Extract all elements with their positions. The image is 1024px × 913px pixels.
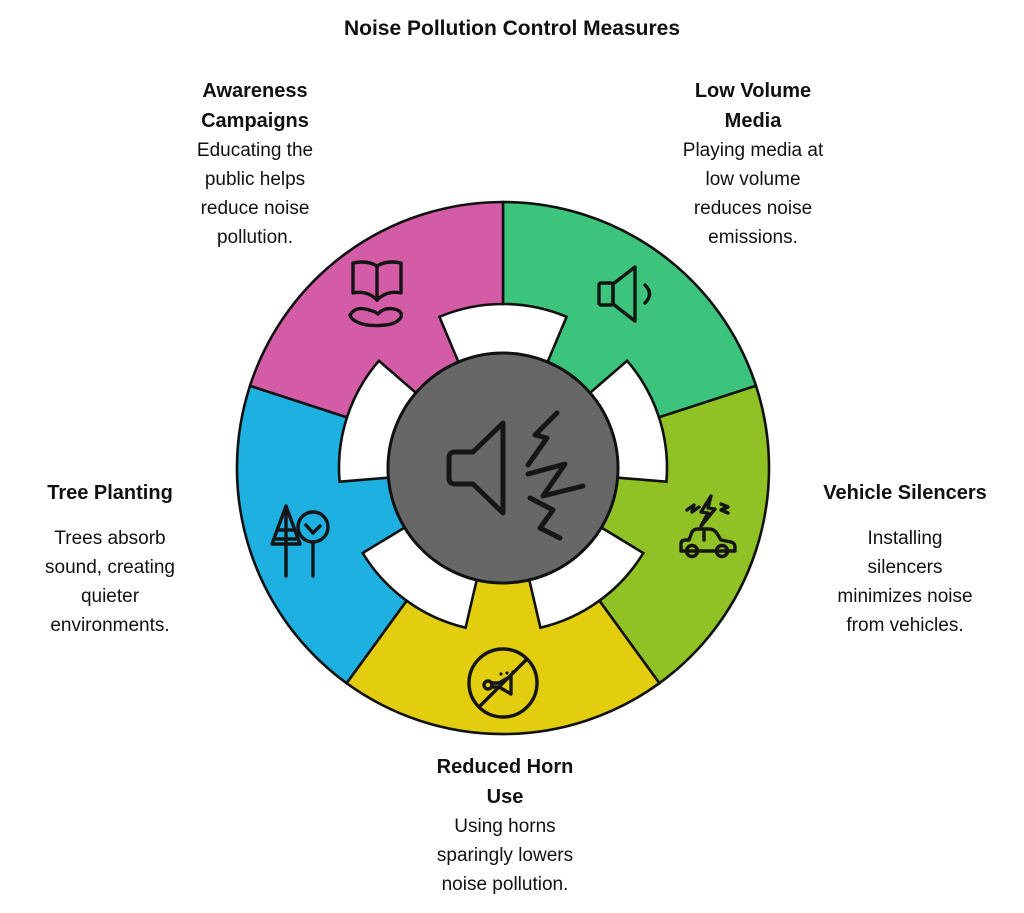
- label-low-volume-media: Low Volume Media Playing media at low vo…: [668, 76, 838, 252]
- segment-desc-vehicle: Installing silencers minimizes noise fro…: [837, 528, 973, 636]
- book-hand-icon: [348, 260, 404, 328]
- page-title: Noise Pollution Control Measures: [343, 17, 681, 40]
- segment-desc-horn: Using horns sparingly lowers noise pollu…: [436, 816, 574, 895]
- label-vehicle-silencers: Vehicle Silencers Installing silencers m…: [790, 478, 1020, 640]
- speaker-low-volume-icon: [597, 265, 652, 323]
- segment-desc-tree: Trees absorb sound, creating quieter env…: [45, 528, 175, 636]
- segment-title-low-volume: Low Volume Media: [694, 80, 812, 132]
- segment-awareness-campaigns: [248, 200, 505, 419]
- segment-desc-low-volume: Playing media at low volume reduces nois…: [682, 140, 824, 248]
- segment-desc-awareness: Educating the public helps reduce noise …: [196, 140, 314, 248]
- loud-speaker-noise-icon: [446, 410, 586, 541]
- segment-title-awareness: Awareness Campaigns: [201, 80, 309, 132]
- label-tree-planting: Tree Planting Trees absorb sound, creati…: [0, 478, 220, 640]
- segment-title-tree: Tree Planting: [47, 482, 173, 504]
- segment-title-vehicle: Vehicle Silencers: [823, 482, 987, 504]
- label-awareness-campaigns: Awareness Campaigns Educating the public…: [170, 76, 340, 252]
- label-reduced-horn-use: Reduced Horn Use Using horns sparingly l…: [420, 752, 590, 899]
- two-trees-icon: [270, 504, 330, 578]
- segment-title-horn: Reduced Horn Use: [436, 756, 574, 808]
- no-horn-icon: [467, 647, 539, 719]
- noisy-car-icon: [679, 494, 737, 559]
